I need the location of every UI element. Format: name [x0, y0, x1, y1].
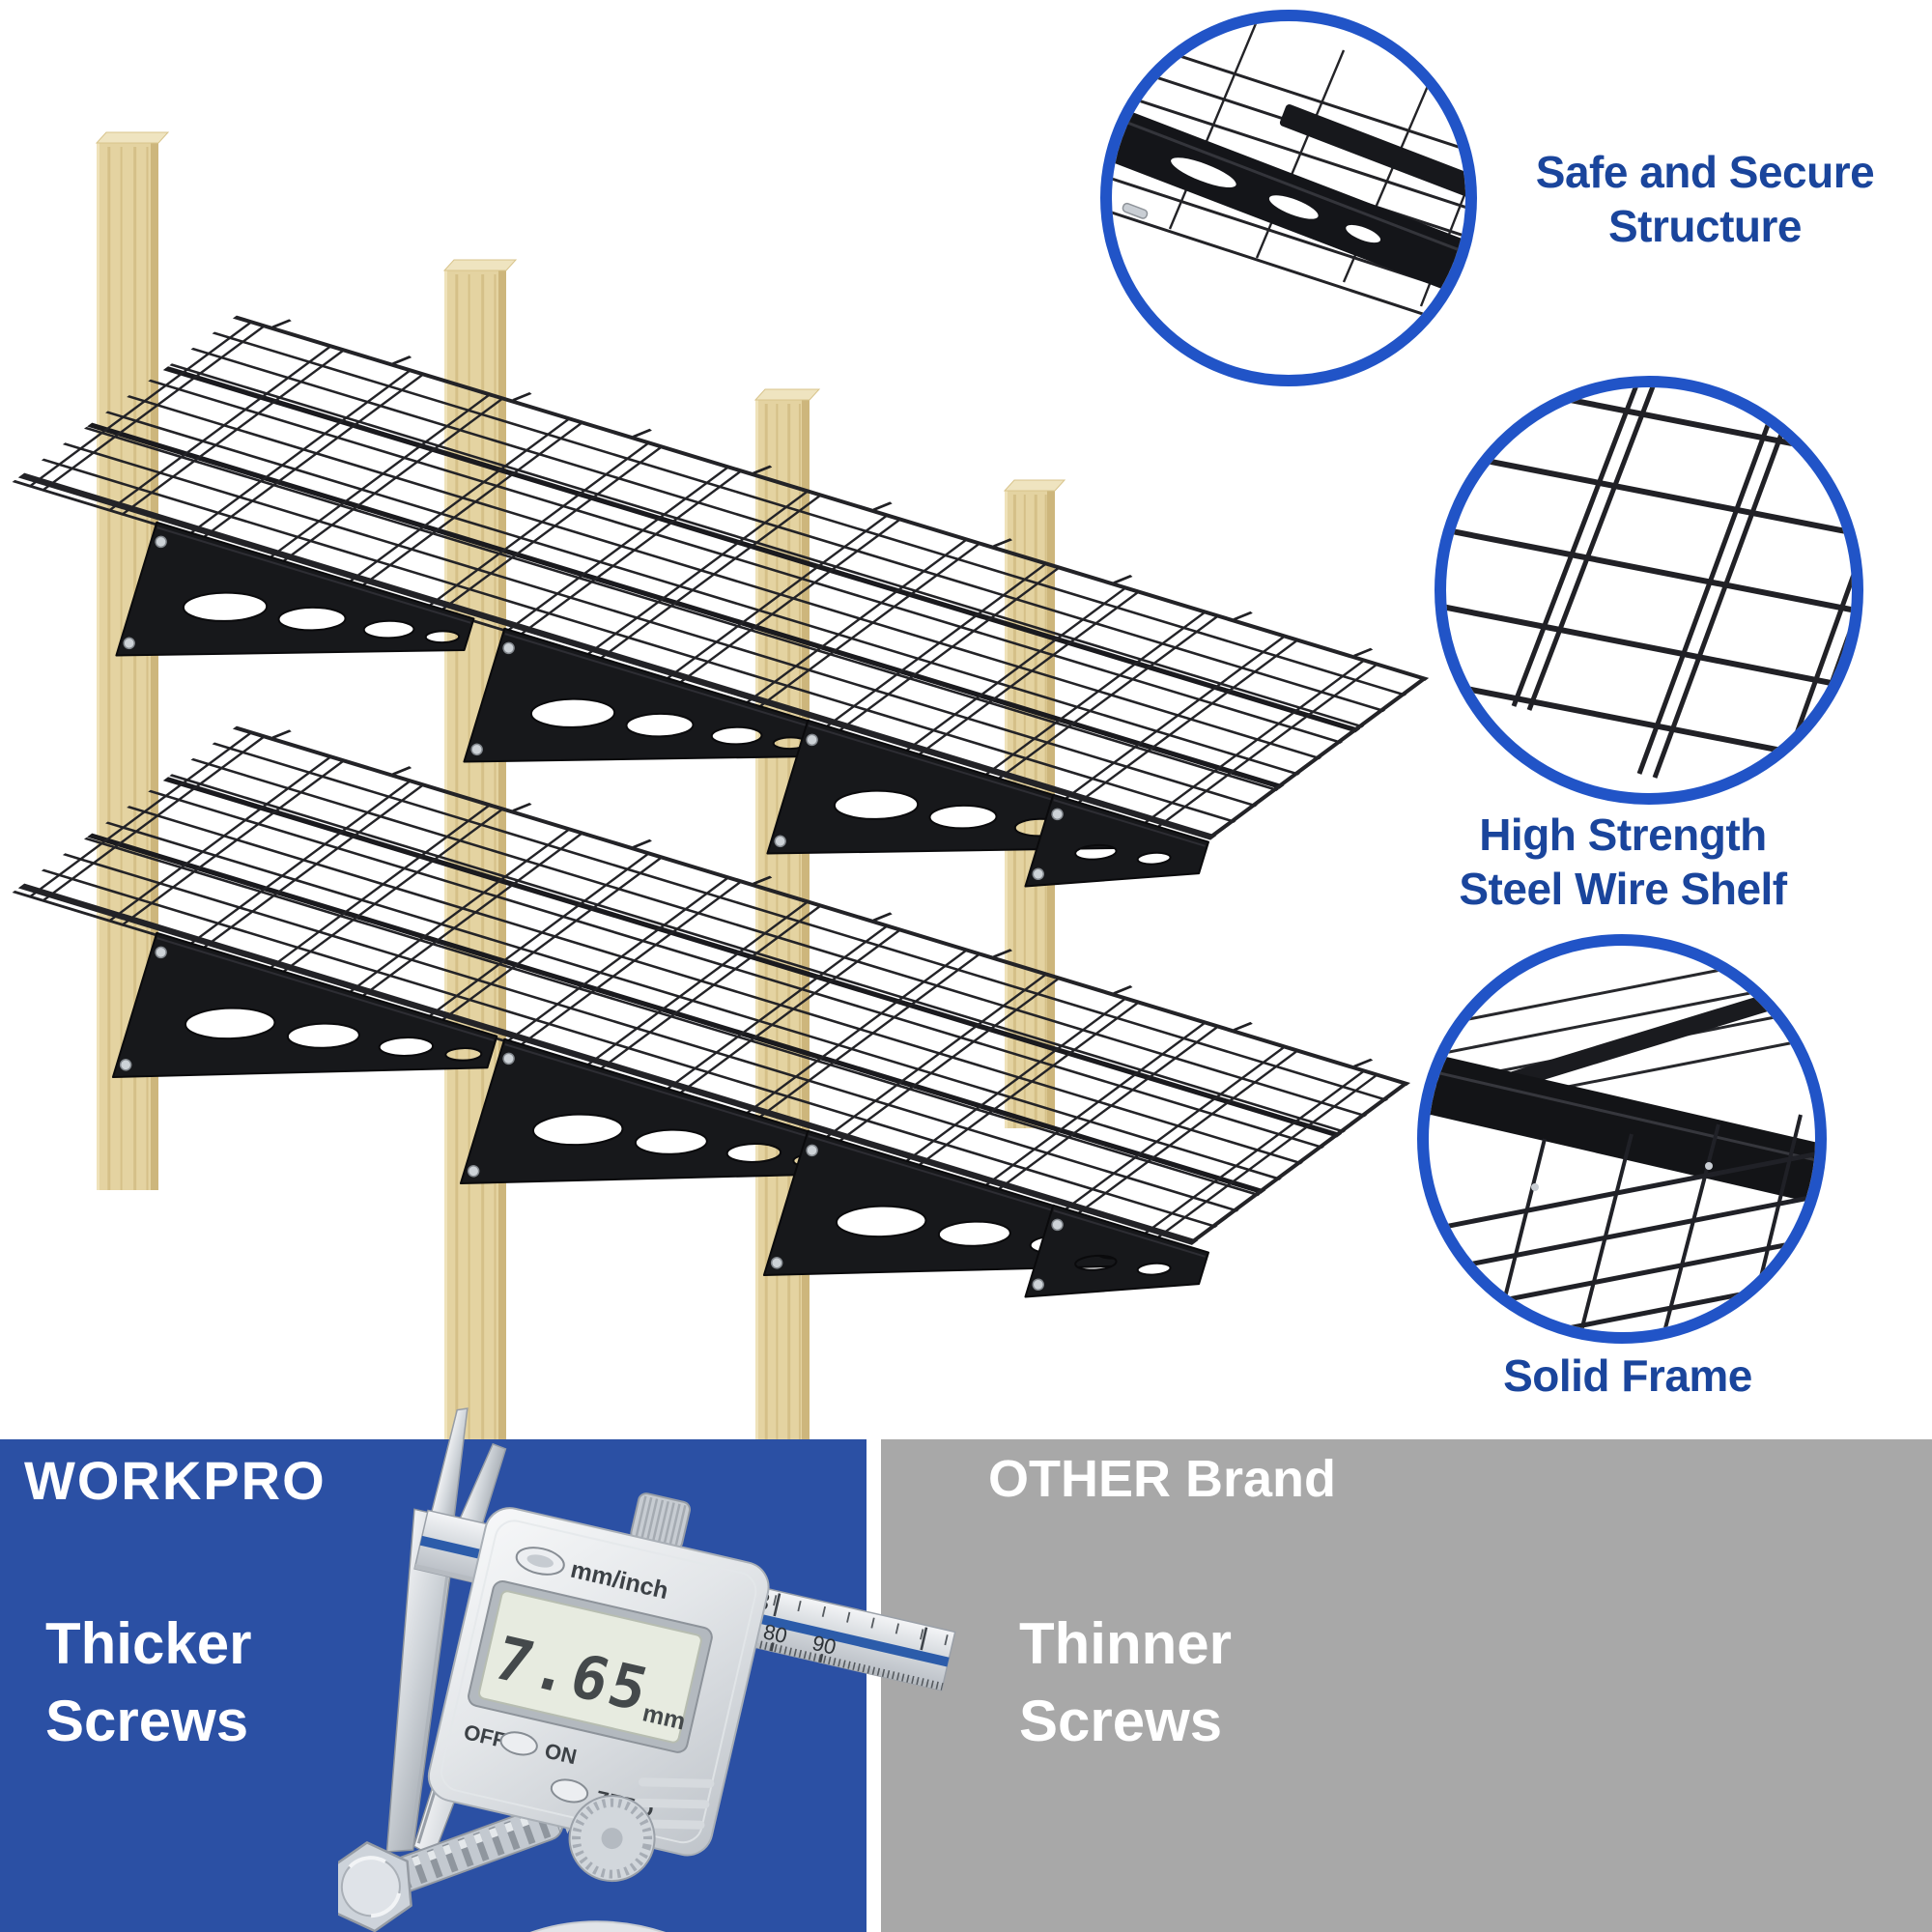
other-brand-label: OTHER Brand: [988, 1450, 1337, 1508]
callout-wire-shelf-line1: High Strength: [1479, 810, 1767, 860]
on-off-button: [499, 1731, 538, 1756]
lower-shelf-brackets: [111, 931, 1210, 1298]
wire-grid-detail: [1446, 387, 1852, 793]
frame-bar: [1429, 1048, 1815, 1209]
caliper-handle: [471, 1920, 809, 1932]
lcd-screen: [478, 1590, 702, 1744]
callout-frame-label: Solid Frame: [1425, 1349, 1831, 1403]
other-feature-label: Thinner Screws: [1019, 1605, 1232, 1760]
other-feature-line1: Thinner: [1019, 1611, 1232, 1676]
callout-structure-photo: [1100, 10, 1477, 386]
callout-structure-line2: Structure: [1608, 201, 1802, 251]
screw-tips: [1122, 202, 1149, 219]
workpro-feature-line2: Screws: [45, 1689, 249, 1753]
bracket-bar: [1112, 102, 1465, 308]
workpro-caliper-photo: 3 70 80 90 mm/inch 7.65 mm OFF ON ZERO: [338, 1407, 956, 1932]
callout-structure-line1: Safe and Secure: [1535, 147, 1875, 197]
hex-screw-head: [338, 1841, 412, 1932]
callout-wire-shelf-line2: Steel Wire Shelf: [1459, 864, 1787, 914]
zero-button: [550, 1778, 589, 1804]
callout-wire-shelf-label: High Strength Steel Wire Shelf: [1396, 808, 1850, 916]
lower-wire-shelf: [12, 725, 1411, 1250]
upper-shelf-brackets: [115, 521, 1210, 888]
callout-frame-line1: Solid Frame: [1503, 1350, 1752, 1401]
workpro-brand-label: WORKPRO: [24, 1450, 327, 1511]
callout-structure-label: Safe and Secure Structure: [1492, 145, 1918, 253]
bracket-under-shelf-detail: [1112, 21, 1465, 329]
upper-wire-shelf: [12, 315, 1430, 845]
other-feature-line2: Screws: [1019, 1689, 1223, 1753]
workpro-feature-line1: Thicker: [45, 1611, 252, 1676]
screw-comparison-section: 3 70 80 90 mm/inch 7.65 mm OFF ON ZERO: [0, 1407, 1932, 1932]
other-brand-panel-background: [881, 1439, 1932, 1932]
workpro-feature-label: Thicker Screws: [45, 1605, 251, 1760]
callout-wire-shelf-photo: [1435, 376, 1863, 805]
wall-shelf-product-illustration: [12, 131, 1430, 1439]
